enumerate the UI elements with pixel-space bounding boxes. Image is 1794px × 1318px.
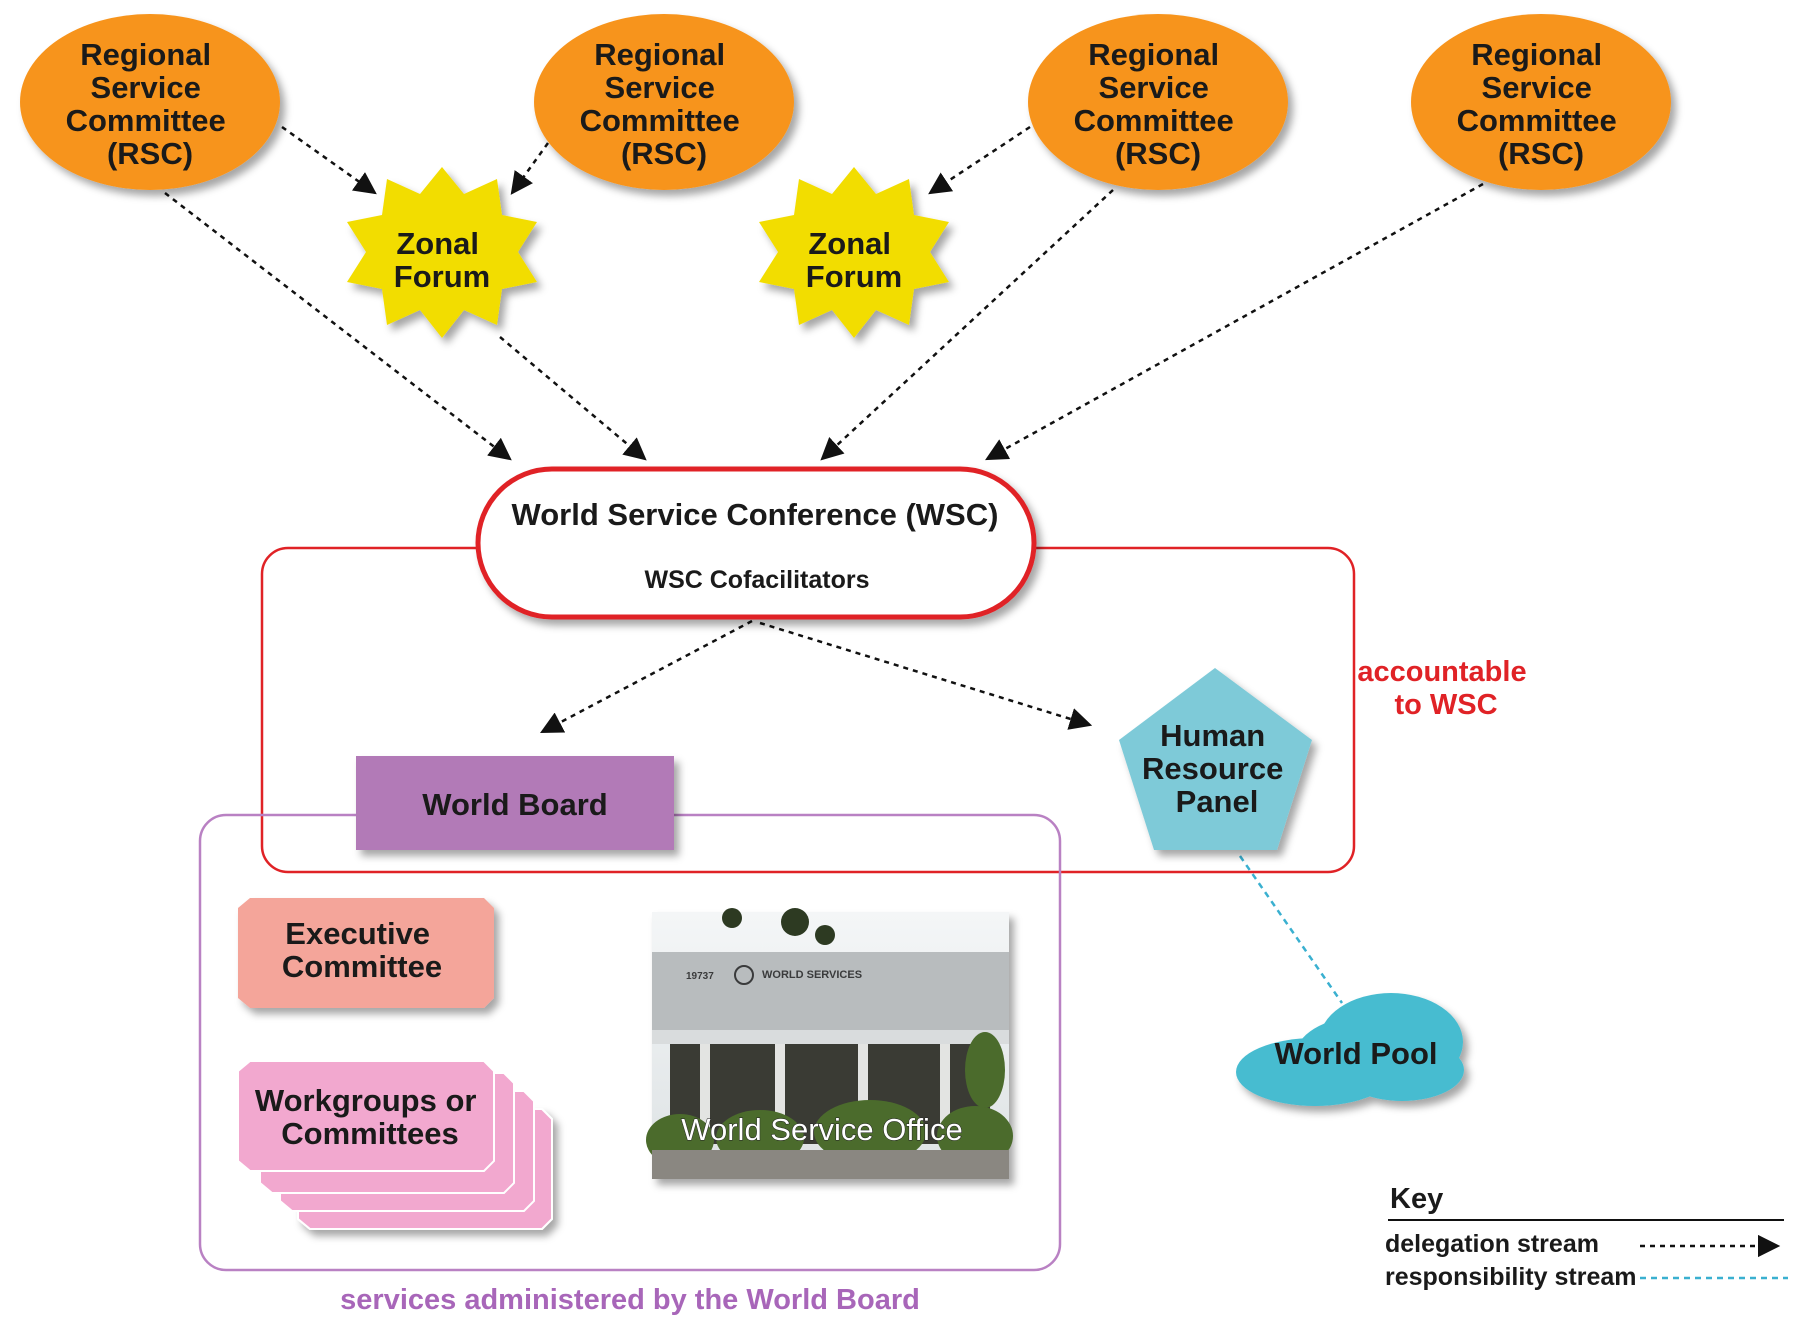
- legend-title: Key: [1390, 1183, 1443, 1215]
- svg-text:Regional Service C: Regional Service Committee (RSC): [1457, 37, 1626, 171]
- svg-text:Zonal Forum: Zonal Forum: [394, 226, 490, 294]
- rsc-4-line-3: Committee: [1457, 103, 1617, 138]
- hrp-line-1: Human: [1160, 718, 1265, 753]
- delegation-arrows: [164, 125, 1484, 734]
- rsc-3-line-4: (RSC): [1115, 136, 1201, 171]
- wsc-subtitle: WSC Cofacilitators: [644, 566, 869, 594]
- zonal-forum-2: Zonal Forum: [759, 167, 949, 338]
- rsc-2-line-4: (RSC): [621, 136, 707, 171]
- arrow-rsc2-zonal1: [510, 142, 550, 195]
- hrp-line-2: Resource: [1142, 751, 1283, 786]
- executive-line-1: Executive: [285, 916, 430, 951]
- rsc-3-line-1: Regional: [1088, 37, 1219, 72]
- arrow-rsc4-wsc: [985, 182, 1484, 461]
- world-service-office-photo: 19737 WORLD SERVICES World Service Offic…: [646, 908, 1013, 1179]
- legend: Key delegation stream responsibility str…: [1385, 1183, 1788, 1291]
- office-sign-text: WORLD SERVICES: [762, 969, 862, 981]
- rsc-node-3: Regional Service Committee (RSC): [1028, 14, 1288, 190]
- rsc-1-line-3: Committee: [66, 103, 226, 138]
- rsc-3-line-3: Committee: [1074, 103, 1234, 138]
- svg-text:Regional Service C: Regional Service Committee (RSC): [66, 37, 235, 171]
- pentagon-shape: [1119, 668, 1312, 850]
- responsibility-line-hrp-worldpool: [1238, 855, 1344, 1004]
- rsc-1-line-1: Regional: [80, 37, 211, 72]
- wsc-node: World Service Conference (WSC) WSC Cofac…: [475, 466, 1037, 620]
- rsc-2-line-3: Committee: [580, 103, 740, 138]
- workgroups-card-1: [237, 1060, 495, 1172]
- zonal-2-line-1: Zonal: [808, 226, 891, 261]
- starburst-shape: [347, 167, 537, 338]
- world-pool-node: World Pool: [1236, 993, 1464, 1106]
- rsc-2-line-1: Regional: [594, 37, 725, 72]
- svg-text:Zonal Forum: Zonal Forum: [806, 226, 902, 294]
- hrp-node: Human Resource Panel: [1119, 668, 1312, 850]
- arrow-rsc1-wsc: [164, 192, 512, 461]
- zonal-forum-1: Zonal Forum: [347, 167, 537, 338]
- arrow-rsc1-zonal1: [281, 125, 377, 195]
- legend-responsibility-label: responsibility stream: [1385, 1263, 1636, 1291]
- arrow-zonal1-wsc: [499, 336, 647, 461]
- arrow-rsc3-zonal2: [928, 125, 1031, 195]
- workgroups-node: Workgroups or Committees: [237, 1060, 553, 1230]
- svg-text:Regional Service C: Regional Service Committee (RSC): [580, 37, 749, 171]
- accountable-label: accountable to WSC: [1357, 656, 1534, 721]
- zonal-1-line-2: Forum: [394, 259, 490, 294]
- workgroups-line-2: Committees: [281, 1116, 458, 1151]
- svg-text:Workgroups or Committees: Workgroups or Committees: [255, 1083, 485, 1151]
- hrp-line-3: Panel: [1176, 784, 1259, 819]
- services-label: services administered by the World Board: [340, 1284, 920, 1316]
- svg-text:Human Resource Pan: Human Resource Panel: [1142, 718, 1292, 819]
- rsc-1-line-4: (RSC): [107, 136, 193, 171]
- arrow-wsc-worldboard: [540, 619, 753, 734]
- rsc-4-line-4: (RSC): [1498, 136, 1584, 171]
- rsc-node-4: Regional Service Committee (RSC): [1411, 14, 1671, 190]
- workgroups-line-1: Workgroups or: [255, 1083, 477, 1118]
- wsc-title: World Service Conference (WSC): [512, 497, 999, 532]
- rsc-node-1: Regional Service Committee (RSC): [20, 14, 280, 190]
- rsc-1-line-2: Service: [91, 70, 201, 105]
- arrow-wsc-hrp: [759, 621, 1093, 730]
- svg-text:Regional Service C: Regional Service Committee (RSC): [1074, 37, 1243, 171]
- zonal-2-line-2: Forum: [806, 259, 902, 294]
- rsc-2-line-2: Service: [605, 70, 715, 105]
- rsc-4-line-1: Regional: [1471, 37, 1602, 72]
- rsc-3-line-2: Service: [1099, 70, 1209, 105]
- svg-text:Executive Committee: Executive Committee: [282, 916, 442, 984]
- world-pool-label: World Pool: [1274, 1036, 1437, 1071]
- zonal-1-line-1: Zonal: [396, 226, 479, 261]
- rsc-4-line-2: Service: [1482, 70, 1592, 105]
- executive-line-2: Committee: [282, 949, 442, 984]
- office-caption: World Service Office: [681, 1112, 962, 1147]
- world-board-label: World Board: [422, 787, 607, 822]
- executive-committee-node: Executive Committee: [238, 898, 494, 1008]
- arrow-rsc3-wsc: [820, 189, 1114, 461]
- legend-delegation-label: delegation stream: [1385, 1230, 1599, 1258]
- world-board-node: World Board: [356, 756, 674, 850]
- starburst-shape: [759, 167, 949, 338]
- office-sign-number: 19737: [686, 971, 714, 982]
- rsc-node-2: Regional Service Committee (RSC): [534, 14, 794, 190]
